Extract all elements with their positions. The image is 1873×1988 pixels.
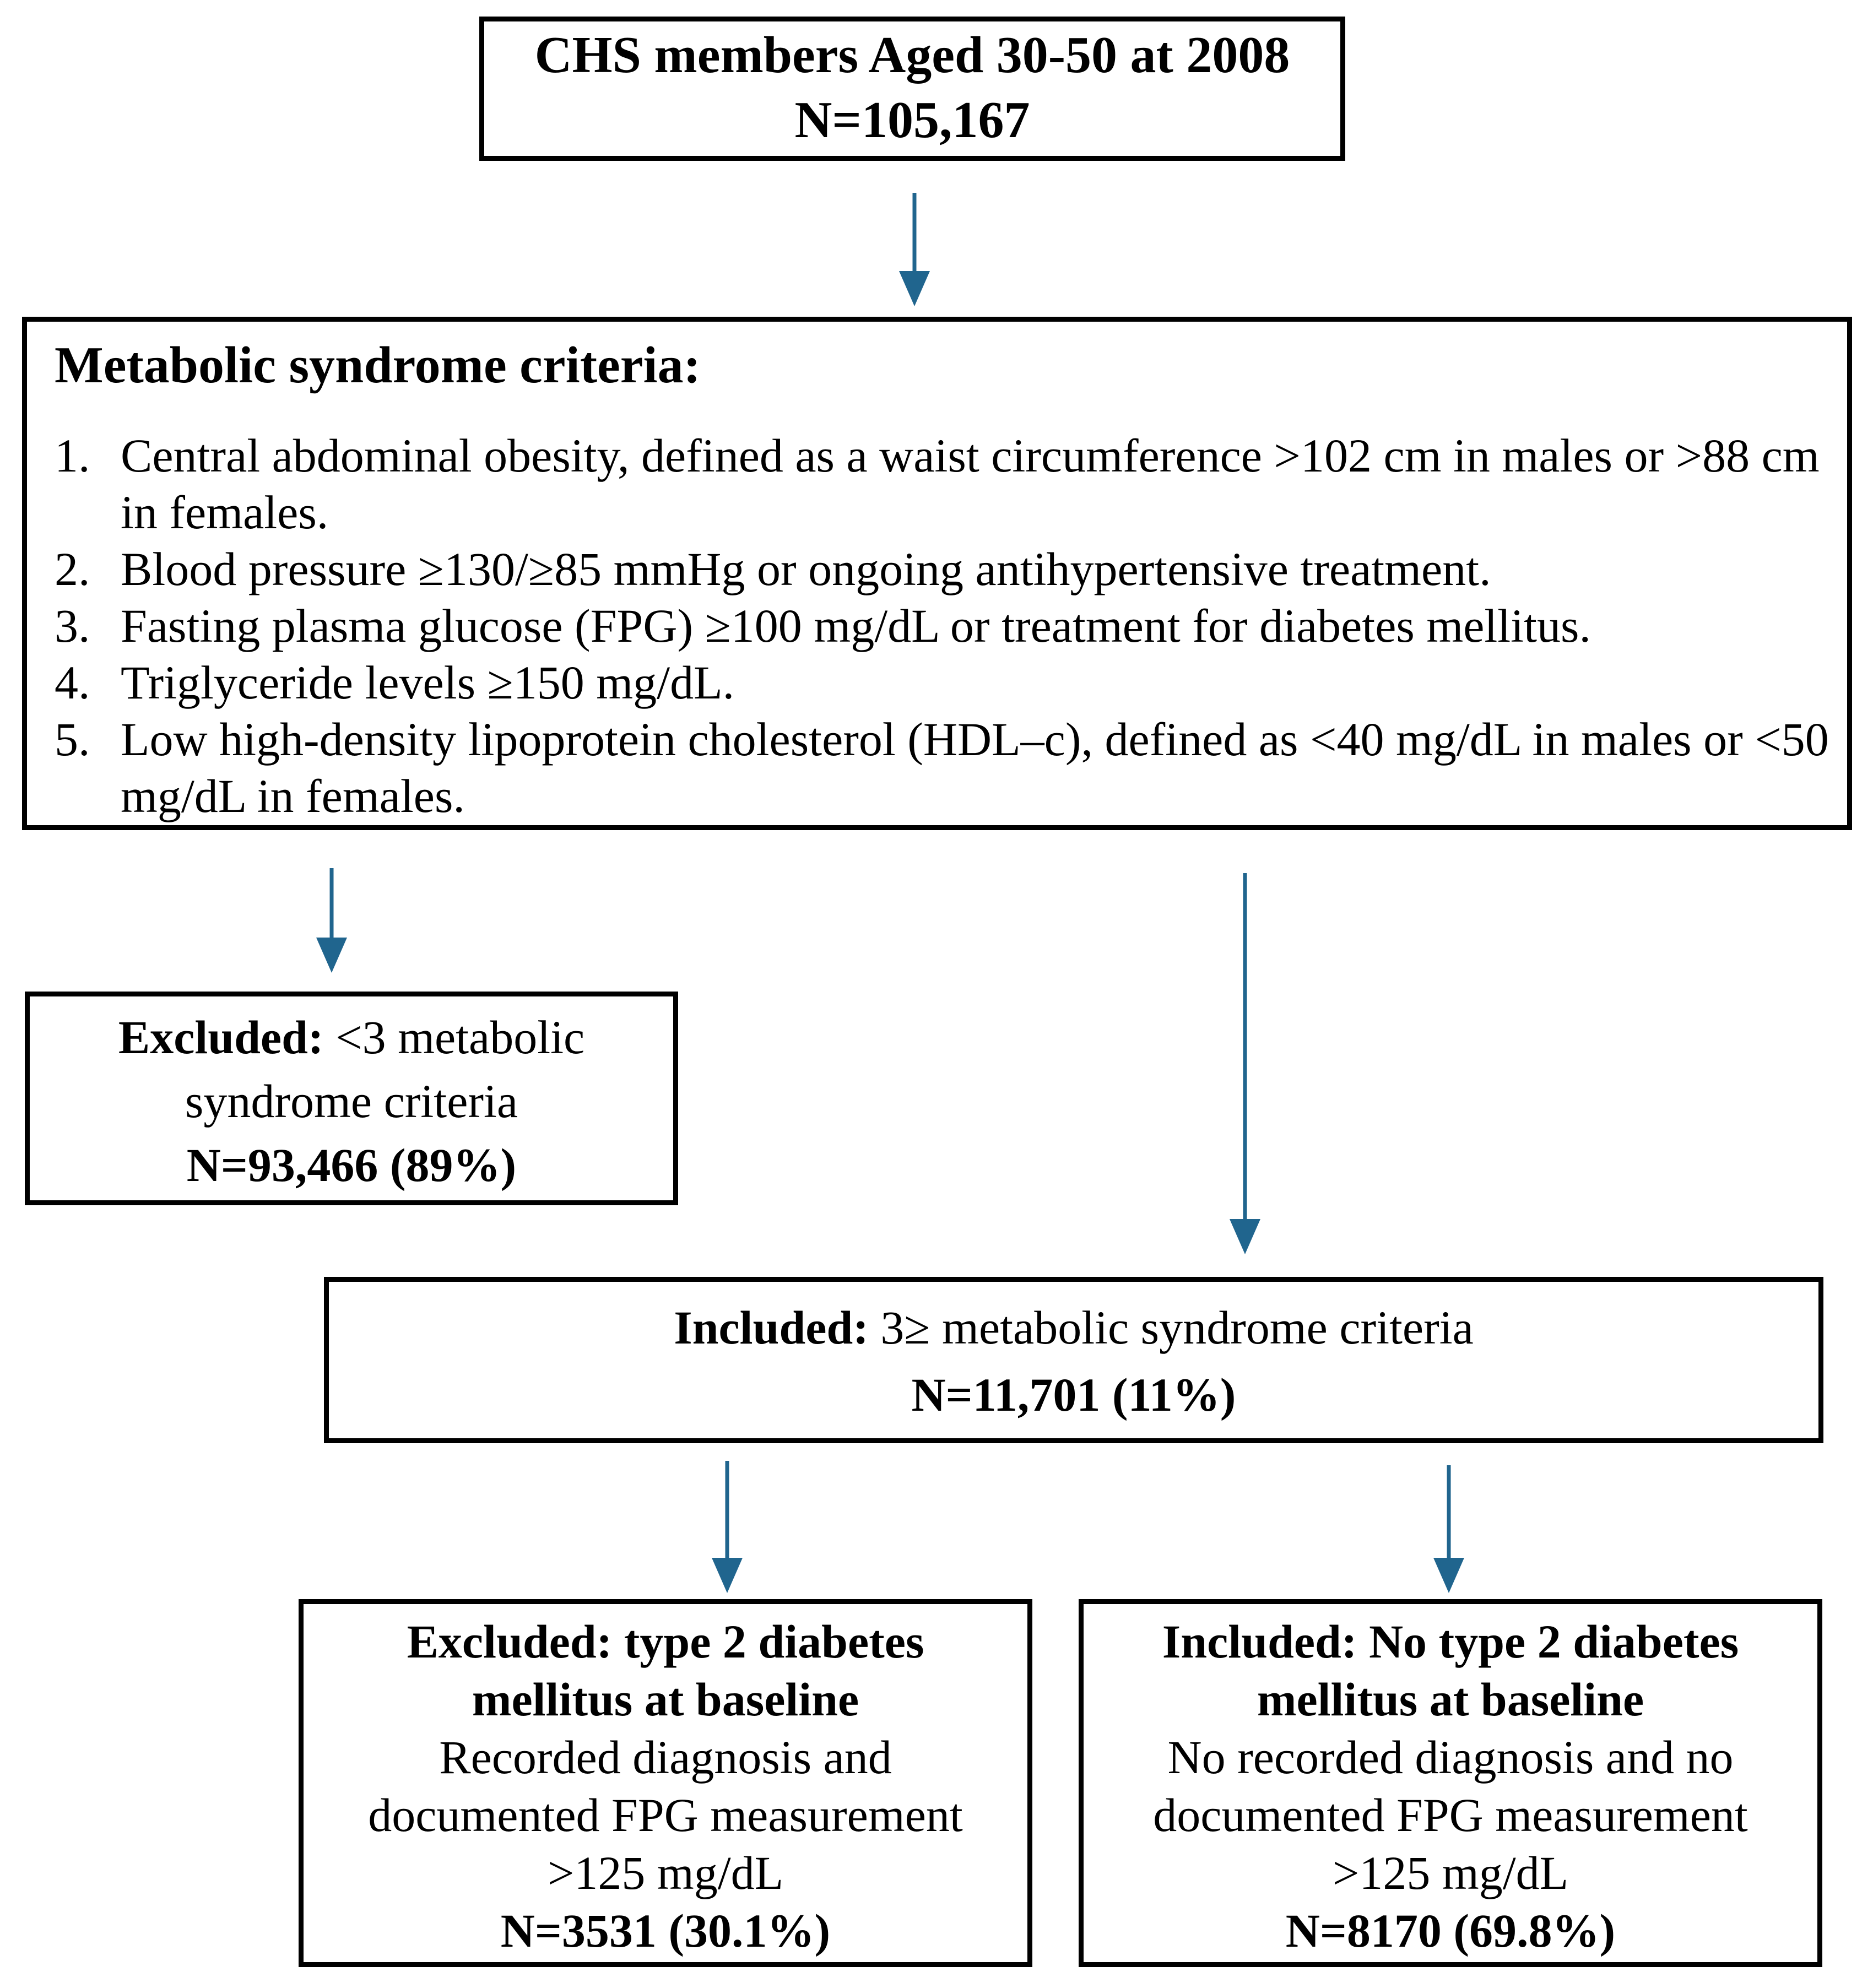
down-arrow-included-to-no-diabetes (1433, 1465, 1464, 1593)
criteria-box: Metabolic syndrome criteria: 1. Central … (22, 317, 1852, 830)
included-no-diabetes-body-line2: documented FPG measurement (1153, 1789, 1748, 1841)
arrow-head-icon (899, 271, 930, 306)
criteria-item-1-number: 1. (55, 429, 90, 482)
excluded-diabetes-body-line2: documented FPG measurement (368, 1789, 963, 1841)
criteria-item-2-text: Blood pressure ≥130/≥85 mmHg or ongoing … (121, 543, 1491, 595)
excluded-criteria-text: <3 metabolic syndrome criteria (185, 1011, 585, 1128)
criteria-item-3-number: 3. (55, 599, 90, 652)
down-arrow-criteria-to-excluded (316, 868, 347, 973)
criteria-item-4-text: Triglyceride levels ≥150 mg/dL. (121, 656, 735, 709)
criteria-item-3-text: Fasting plasma glucose (FPG) ≥100 mg/dL … (121, 599, 1591, 652)
criteria-item-4-number: 4. (55, 656, 90, 709)
down-arrow-criteria-to-included (1230, 873, 1260, 1254)
top-box-chs-members: CHS members Aged 30-50 at 2008 N=105,167 (479, 17, 1345, 161)
arrow-shaft (725, 1461, 729, 1560)
included-no-diabetes-body-line1: No recorded diagnosis and no (1167, 1731, 1734, 1784)
criteria-item-5: 5. Low high-density lipoprotein choleste… (55, 711, 1833, 825)
criteria-item-2: 2. Blood pressure ≥130/≥85 mmHg or ongoi… (55, 541, 1833, 598)
excluded-diabetes-header-line2: mellitus at baseline (472, 1673, 859, 1726)
criteria-item-5-text: Low high-density lipoprotein cholesterol… (121, 713, 1829, 822)
included-no-diabetes-box: Included: No type 2 diabetes mellitus at… (1079, 1599, 1822, 1967)
top-box-n: N=105,167 (794, 91, 1030, 149)
criteria-item-1-text: Central abdominal obesity, defined as a … (121, 429, 1820, 539)
criteria-item-2-number: 2. (55, 543, 90, 595)
excluded-diabetes-box: Excluded: type 2 diabetes mellitus at ba… (299, 1599, 1032, 1967)
arrow-shaft (1447, 1465, 1451, 1560)
top-box-title: CHS members Aged 30-50 at 2008 (534, 26, 1290, 84)
arrow-head-icon (316, 938, 347, 973)
excluded-n: N=93,466 (89%) (186, 1139, 517, 1191)
criteria-item-4: 4. Triglyceride levels ≥150 mg/dL. (55, 654, 1833, 711)
included-no-diabetes-n: N=8170 (69.8%) (1285, 1904, 1616, 1957)
excluded-diabetes-header-line1: Excluded: type 2 diabetes (407, 1615, 924, 1668)
excluded-diabetes-n: N=3531 (30.1%) (500, 1904, 831, 1957)
arrow-head-icon (712, 1558, 743, 1593)
included-no-diabetes-header-line2: mellitus at baseline (1257, 1673, 1644, 1726)
excluded-diabetes-body-line3: >125 mg/dL (547, 1846, 784, 1899)
included-criteria-text: 3≥ metabolic syndrome criteria (868, 1301, 1474, 1354)
excluded-text: Excluded: <3 metabolic syndrome criteria (60, 1005, 643, 1133)
arrow-head-icon (1433, 1558, 1464, 1593)
arrow-shaft (329, 868, 334, 940)
criteria-item-5-number: 5. (55, 713, 90, 766)
criteria-item-3: 3. Fasting plasma glucose (FPG) ≥100 mg/… (55, 598, 1833, 654)
included-n: N=11,701 (11%) (911, 1368, 1236, 1421)
excluded-label: Excluded: (118, 1011, 324, 1064)
criteria-item-1: 1. Central abdominal obesity, defined as… (55, 427, 1833, 541)
criteria-title: Metabolic syndrome criteria: (55, 337, 701, 394)
included-box: Included: 3≥ metabolic syndrome criteria… (324, 1277, 1823, 1443)
included-no-diabetes-header-line1: Included: No type 2 diabetes (1162, 1615, 1739, 1668)
arrow-shaft (1243, 873, 1247, 1221)
included-label: Included: (674, 1301, 869, 1354)
included-no-diabetes-body-line3: >125 mg/dL (1332, 1846, 1569, 1899)
included-text: Included: 3≥ metabolic syndrome criteria (351, 1294, 1796, 1361)
down-arrow-top-to-criteria (899, 193, 930, 306)
arrow-shaft (912, 193, 917, 273)
down-arrow-included-to-excluded-diabetes (712, 1461, 743, 1593)
arrow-head-icon (1230, 1219, 1260, 1254)
excluded-diabetes-body-line1: Recorded diagnosis and (439, 1731, 892, 1784)
excluded-box: Excluded: <3 metabolic syndrome criteria… (25, 992, 678, 1205)
